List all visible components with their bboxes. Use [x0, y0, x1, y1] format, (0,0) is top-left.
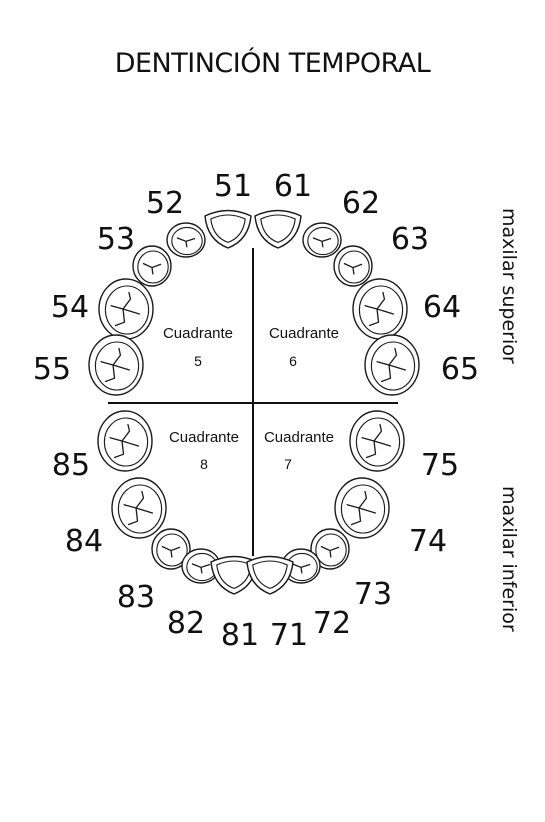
tooth-53	[132, 245, 172, 287]
tooth-84	[111, 477, 167, 539]
tooth-number-55: 55	[33, 352, 71, 387]
tooth-number-73: 73	[354, 577, 392, 612]
tooth-number-62: 62	[342, 186, 380, 221]
quadrant-label-7: Cuadrante	[264, 429, 334, 446]
tooth-number-83: 83	[117, 580, 155, 615]
tooth-64	[352, 278, 408, 340]
side-label-lower: maxilar inferior	[498, 486, 520, 632]
quadrant-label-6: Cuadrante	[269, 325, 339, 342]
tooth-number-63: 63	[391, 222, 429, 257]
side-label-upper: maxilar superior	[498, 208, 520, 364]
quadrant-label-5: Cuadrante	[163, 325, 233, 342]
tooth-81	[210, 555, 258, 595]
tooth-number-72: 72	[313, 606, 351, 641]
quadrant-number-7: 7	[284, 456, 292, 472]
tooth-72	[281, 548, 321, 584]
tooth-number-84: 84	[65, 524, 103, 559]
tooth-number-52: 52	[146, 186, 184, 221]
tooth-54	[98, 278, 154, 340]
tooth-number-82: 82	[167, 606, 205, 641]
tooth-52	[166, 222, 206, 258]
tooth-number-85: 85	[52, 448, 90, 483]
quadrant-number-8: 8	[200, 456, 208, 472]
tooth-number-54: 54	[51, 290, 89, 325]
tooth-65	[364, 334, 420, 396]
quadrant-number-5: 5	[194, 353, 202, 369]
tooth-73	[310, 528, 350, 570]
tooth-63	[333, 245, 373, 287]
quadrant-number-6: 6	[289, 353, 297, 369]
tooth-number-53: 53	[97, 222, 135, 257]
tooth-75	[349, 410, 405, 472]
tooth-number-75: 75	[421, 448, 459, 483]
teeth-layer	[88, 209, 420, 595]
tooth-83	[151, 528, 191, 570]
tooth-number-64: 64	[423, 290, 461, 325]
page-title: DENTINCIÓN TEMPORAL	[114, 48, 431, 79]
tooth-number-71: 71	[270, 618, 308, 653]
tooth-62	[302, 222, 342, 258]
quadrant-label-8: Cuadrante	[169, 429, 239, 446]
tooth-number-51: 51	[214, 169, 252, 204]
tooth-number-65: 65	[441, 352, 479, 387]
tooth-51	[204, 209, 252, 249]
tooth-55	[88, 334, 144, 396]
tooth-85	[97, 410, 153, 472]
tooth-71	[246, 555, 294, 595]
tooth-number-81: 81	[221, 618, 259, 653]
tooth-74	[334, 477, 390, 539]
tooth-number-74: 74	[409, 524, 447, 559]
tooth-number-61: 61	[274, 169, 312, 204]
tooth-61	[254, 209, 302, 249]
